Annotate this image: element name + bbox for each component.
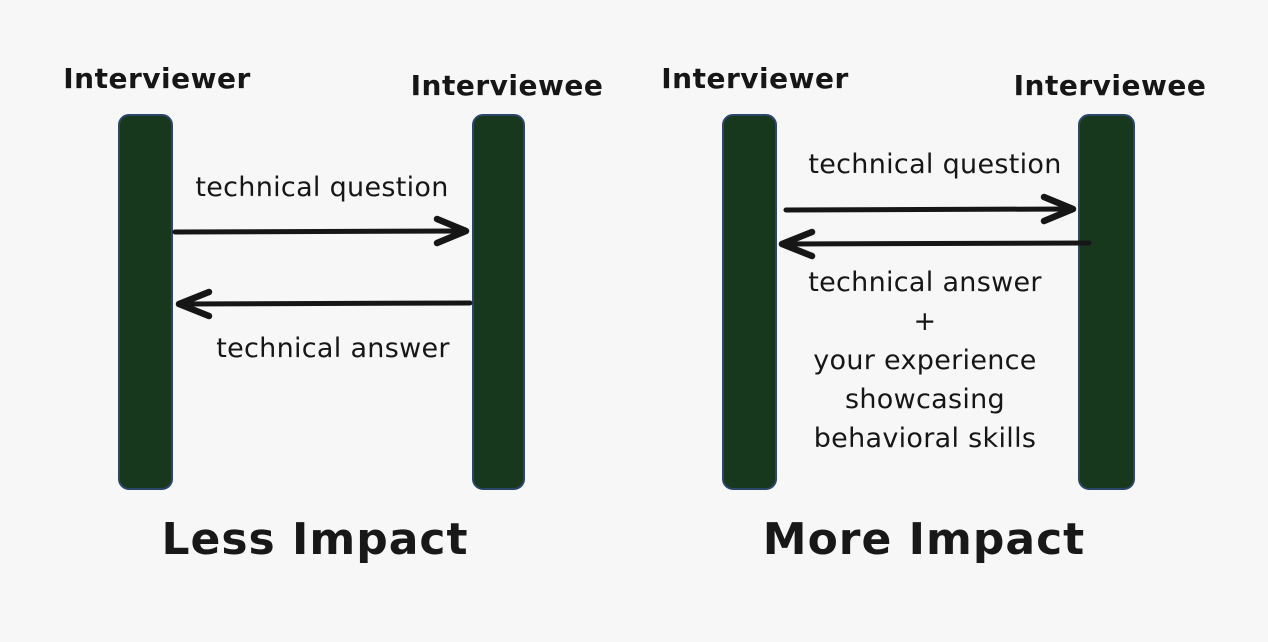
technical-answer-label: technical answer (216, 333, 450, 364)
interviewer-label: Interviewer (63, 62, 251, 95)
interviewer-lifeline-bar (118, 114, 173, 490)
panel-title-less-impact: Less Impact (161, 514, 469, 565)
answer-line: technical answer (808, 267, 1042, 298)
answer-line: your experience (813, 345, 1037, 376)
panel-title-more-impact: More Impact (762, 514, 1086, 565)
interviewee-lifeline-bar (1078, 114, 1135, 490)
arrow-right-icon (172, 215, 470, 247)
interviewee-lifeline-bar (472, 114, 525, 490)
answer-line: behavioral skills (813, 423, 1037, 454)
interviewer-lifeline-bar (722, 114, 777, 490)
interviewee-label: Interviewee (410, 69, 604, 102)
technical-question-label: technical question (195, 172, 449, 203)
arrow-left-icon (778, 228, 1092, 260)
arrow-right-icon (783, 193, 1077, 225)
technical-answer-text-block: technical answer + your experience showc… (808, 263, 1042, 458)
plus-sign: + (913, 306, 937, 337)
answer-line: showcasing (845, 384, 1005, 415)
interviewee-label: Interviewee (1013, 69, 1207, 102)
arrow-left-icon (175, 288, 473, 320)
interviewer-label: Interviewer (661, 62, 849, 95)
technical-question-label: technical question (808, 149, 1062, 180)
